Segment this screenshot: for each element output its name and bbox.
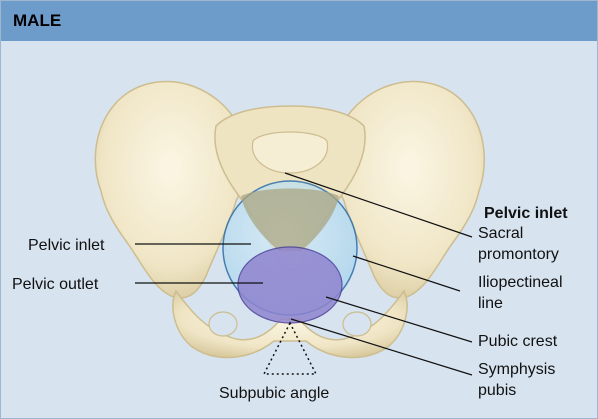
label-symphysis-pubis-2: pubis bbox=[478, 382, 516, 399]
label-symphysis-pubis-1: Symphysis bbox=[478, 361, 555, 378]
label-sacral-promontory-1: Sacral bbox=[478, 225, 523, 242]
pelvic-outlet-ellipse bbox=[238, 247, 342, 323]
right-obturator-foramen bbox=[343, 312, 371, 336]
label-pelvic-inlet: Pelvic inlet bbox=[28, 237, 105, 254]
label-pelvic-inlet-heading: Pelvic inlet bbox=[484, 205, 568, 222]
label-iliopectineal-line-1: Iliopectineal bbox=[478, 274, 563, 291]
label-sacral-promontory-2: promontory bbox=[478, 246, 559, 263]
left-obturator-foramen bbox=[209, 312, 237, 336]
label-iliopectineal-line-2: line bbox=[478, 295, 503, 312]
label-pubic-crest: Pubic crest bbox=[478, 333, 558, 350]
label-subpubic-angle: Subpubic angle bbox=[219, 385, 329, 402]
label-pelvic-outlet: Pelvic outlet bbox=[12, 276, 99, 293]
right-iliac-wing bbox=[335, 81, 485, 297]
left-iliac-wing bbox=[95, 81, 245, 297]
